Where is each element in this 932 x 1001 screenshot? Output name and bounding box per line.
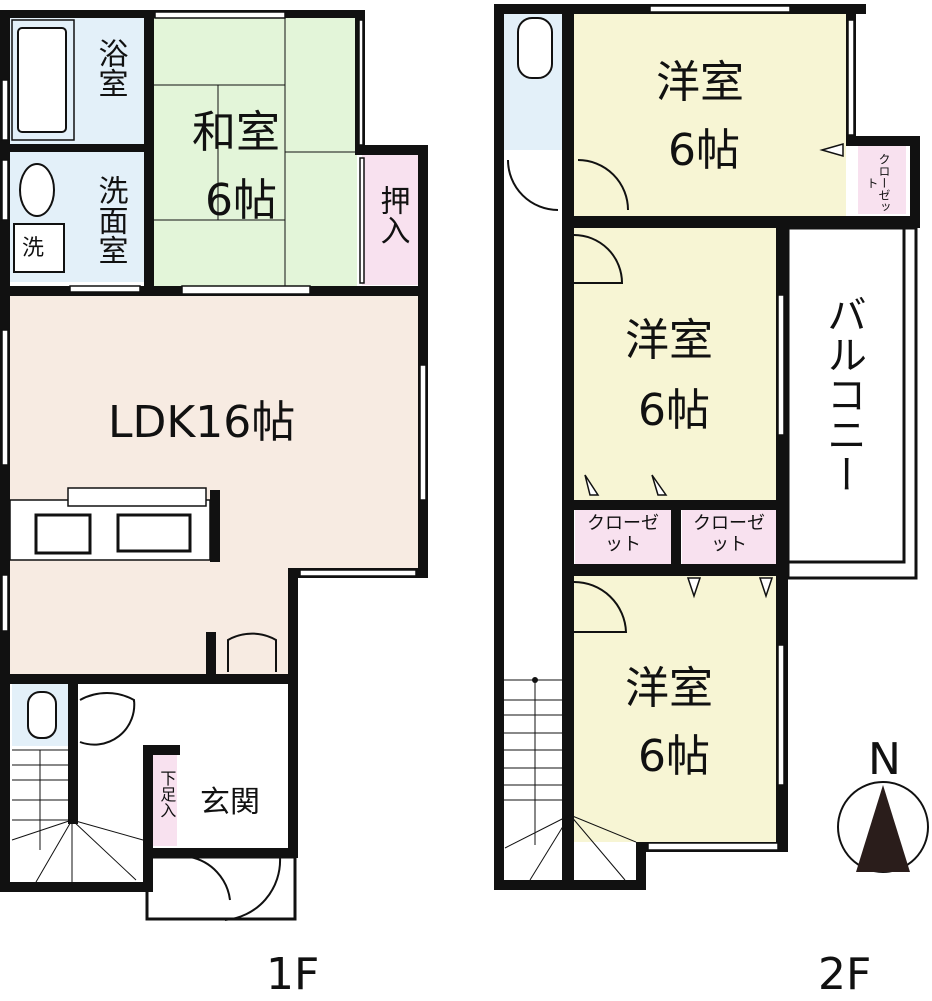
room1-closet-label: クローゼット bbox=[865, 153, 891, 213]
washitsu-size: 6帖 bbox=[205, 175, 277, 226]
floor1-label: 1F bbox=[266, 949, 320, 1000]
room3-size: 6帖 bbox=[638, 731, 710, 782]
room1-name: 洋室 bbox=[656, 57, 744, 108]
washitsu bbox=[152, 14, 357, 286]
closet-room1 bbox=[858, 146, 906, 214]
shoe-storage bbox=[153, 752, 177, 846]
washer-label: 洗 bbox=[22, 236, 45, 261]
washitsu-name: 和室 bbox=[192, 107, 280, 158]
room1-size: 6帖 bbox=[668, 125, 740, 176]
closet-a-label: クローゼット bbox=[587, 513, 659, 555]
genkan-label: 玄関 bbox=[200, 785, 260, 820]
closet-a bbox=[575, 510, 671, 565]
oshiire bbox=[362, 155, 418, 285]
room2-size: 6帖 bbox=[638, 385, 710, 436]
ldk-label: LDK16帖 bbox=[108, 397, 296, 448]
oshiire-label: 押入 bbox=[374, 185, 410, 245]
closet-b bbox=[682, 510, 776, 565]
washroom-label: 洗面室 bbox=[92, 175, 128, 265]
ldk-lower bbox=[10, 560, 292, 674]
room3-name: 洋室 bbox=[625, 663, 713, 714]
closet-b-label: クローゼット bbox=[693, 513, 765, 555]
balcony-label: バルコニー bbox=[820, 294, 866, 494]
bath-label: 浴室 bbox=[92, 38, 128, 98]
youshitsu-2 bbox=[574, 228, 776, 500]
youshitsu-3 bbox=[574, 576, 776, 842]
shoe-storage-label: 下足入 bbox=[157, 770, 177, 818]
room2-name: 洋室 bbox=[625, 315, 713, 366]
compass-n-label: N bbox=[868, 734, 901, 785]
floor2-label: 2F bbox=[818, 949, 872, 1000]
